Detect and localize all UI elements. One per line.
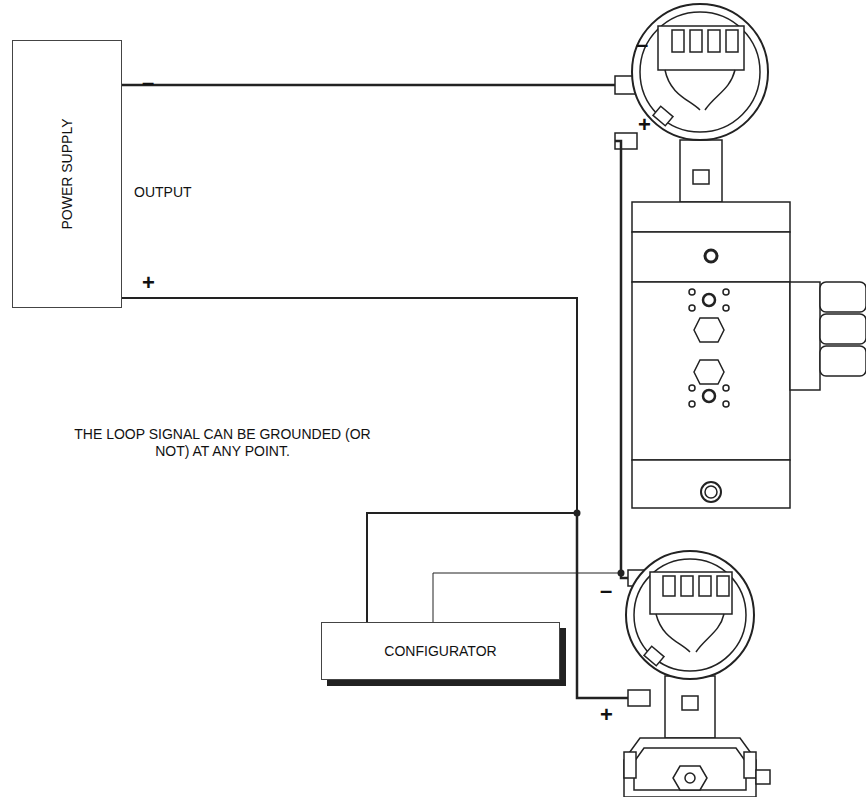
transmitter-neck [680,140,722,202]
transmitter-housing [626,551,754,679]
terminal-sign: + [600,702,613,728]
output-label: OUTPUT [134,184,192,201]
junction-dot [618,570,625,577]
screw [693,170,709,184]
drain [701,482,721,502]
valve-nut [673,766,707,790]
configurator-box: CONFIGURATOR [321,622,560,680]
terminal-sign: – [142,70,154,96]
transmitter-housing [632,4,768,140]
terminal-sign: – [636,32,648,58]
loop-wire [577,513,628,698]
conduit-stub [628,690,650,706]
terminal-sign: – [600,578,612,604]
bottom-flange [632,460,790,508]
fitting [790,282,820,390]
power-supply-box: POWER SUPPLY [12,40,122,308]
terminal-sign: + [638,112,651,138]
port [703,294,715,306]
sensor-body [632,232,790,282]
loop-wire [122,84,615,87]
valve-nut [694,360,724,384]
vent [705,250,717,262]
terminal-block [658,26,744,70]
configurator-wire [433,573,621,622]
flange [632,202,790,232]
manifold [632,282,790,460]
note-text: THE LOOP SIGNAL CAN BE GROUNDED (OR NOT)… [65,426,380,460]
valve-nut [694,318,724,342]
box-label: POWER SUPPLY [59,119,75,230]
transmitter-neck [665,676,715,738]
loop-wire [615,141,628,578]
loop-wire [122,298,577,622]
ground-screw [653,106,673,125]
sensor-capsule [624,738,756,797]
terminal-block [650,572,732,614]
ground-screw [644,646,664,665]
box-label: CONFIGURATOR [384,643,496,659]
terminal-sign: + [142,270,155,296]
